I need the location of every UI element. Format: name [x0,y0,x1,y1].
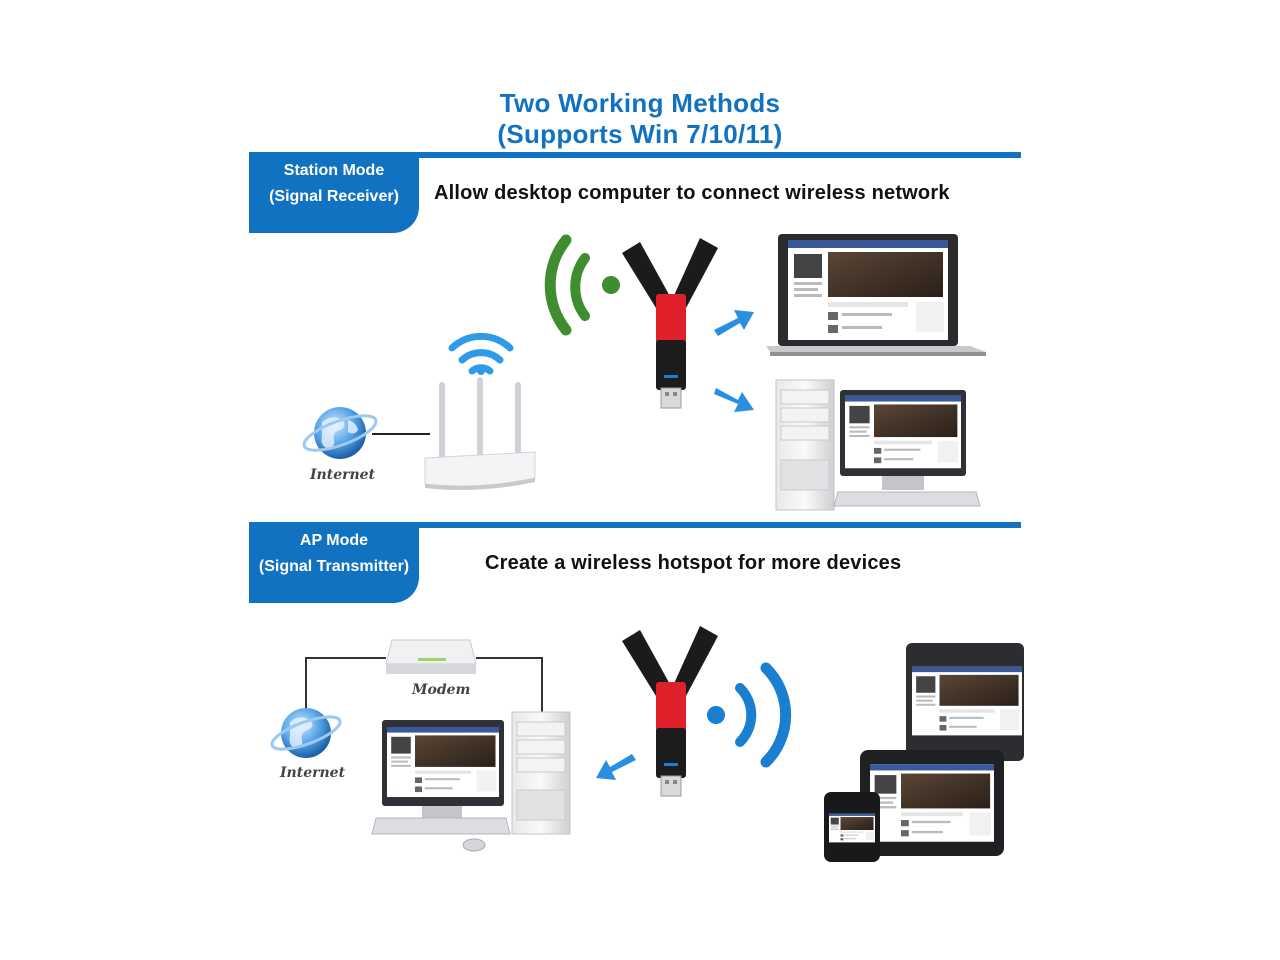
page-title-line1: Two Working Methods [499,88,781,118]
modem-icon [385,639,477,674]
ap-mode-title: AP Mode [299,532,369,549]
usb-wifi-adapter-ap-icon [622,626,718,797]
ap-mode-tab: AP Mode (Signal Transmitter) [249,526,419,603]
station-mode-tab: Station Mode (Signal Receiver) [249,156,419,233]
section-divider-ap [249,522,1021,528]
monitor-device-icon [906,643,1024,761]
incoming-signal-dot [602,276,620,294]
internet-globe-icon [302,407,378,459]
modem-to-pc-cable [476,657,543,712]
desktop-computer-icon [775,379,981,511]
section-divider-station [249,152,1021,158]
modem-to-globe-cable [305,657,386,710]
internet-globe-ap-icon [270,708,342,758]
station-mode-description: Allow desktop computer to connect wirele… [434,182,950,204]
ap-mode-subtitle: (Signal Transmitter) [258,558,410,575]
usb-wifi-adapter-icon [622,238,718,409]
tablet-device-icon [860,750,1004,856]
modem-label: Modem [411,682,470,698]
incoming-signal-icon [544,234,590,336]
arrow-to-desktop-ap-icon [596,754,636,780]
station-mode-title: Station Mode [283,162,385,179]
internet-label: Internet [309,467,376,483]
laptop-icon [766,234,986,356]
outgoing-signal-icon [735,662,792,768]
arrow-to-desktop-icon [714,388,754,412]
router-icon [424,377,536,490]
smartphone-device-icon [824,792,880,862]
router-wifi-icon [448,332,514,375]
outgoing-signal-dot [707,706,725,724]
internet-label-ap: Internet [279,765,346,781]
router-wifi-dot [477,367,485,375]
page-title-line2: (Supports Win 7/10/11) [497,119,783,149]
desktop-computer-ap-icon [371,711,571,852]
station-mode-subtitle: (Signal Receiver) [269,188,399,205]
arrow-to-laptop-icon [714,310,754,336]
ap-mode-description: Create a wireless hotspot for more devic… [485,552,902,574]
